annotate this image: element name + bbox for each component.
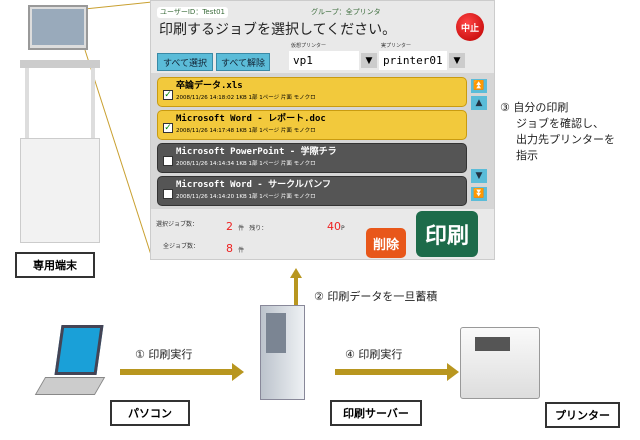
chevron-down-icon[interactable]: ▼ (449, 53, 465, 68)
scroll-bottom-icon[interactable]: ⏬ (471, 187, 487, 201)
total-label: 全ジョブ数： (163, 243, 200, 250)
arrow-store (290, 268, 302, 322)
arrow-server-printer (335, 363, 459, 381)
virtual-printer-label: 仮想プリンター (291, 43, 327, 49)
printer-label: プリンター (545, 402, 620, 428)
kiosk-illustration (10, 5, 140, 245)
kiosk-label: 専用端末 (15, 252, 95, 278)
checkbox-checked[interactable]: ✓ (163, 123, 173, 133)
remaining-label: 残り： (249, 225, 268, 232)
real-printer-label: 実プリンター (381, 43, 412, 49)
scroll-down-icon[interactable]: ▼ (471, 169, 487, 183)
printer-illustration (455, 322, 545, 402)
user-id: ユーザーID：Test01 (157, 7, 229, 18)
step4-caption: ④ 印刷実行 (345, 348, 403, 361)
scroll-top-icon[interactable]: ⏫ (471, 79, 487, 93)
screen-title: 印刷するジョブを選択してください。 (159, 22, 397, 38)
checkbox-checked[interactable]: ✓ (163, 90, 173, 100)
real-printer-select[interactable]: printer01 (379, 51, 447, 70)
selected-count: 2 (226, 220, 233, 233)
arrow-pc-server (120, 363, 244, 381)
pc-label: パソコン (110, 400, 190, 426)
print-button[interactable]: 印刷 (416, 211, 478, 257)
chevron-down-icon[interactable]: ▼ (361, 53, 377, 68)
laptop-illustration (34, 325, 115, 400)
checkbox[interactable] (163, 189, 173, 199)
group: グループ：全プリンタ (311, 8, 381, 16)
remaining-pages: 40 (327, 220, 341, 233)
stop-button[interactable]: 中止 (456, 13, 484, 41)
deselect-all-button[interactable]: すべて解除 (216, 53, 270, 71)
server-label: 印刷サーバー (330, 400, 422, 426)
server-illustration (250, 305, 315, 400)
step3-caption: ③ 自分の印刷ジョブを確認し、出力先プリンターを指示 (500, 101, 615, 162)
scroll-up-icon[interactable]: ▲ (471, 96, 487, 110)
selected-label: 選択ジョブ数： (156, 221, 199, 228)
step1-caption: ① 印刷実行 (135, 348, 193, 361)
step2-caption: ② 印刷データを一旦蓄積 (314, 290, 438, 303)
delete-button[interactable]: 削除 (366, 228, 406, 258)
total-count: 8 (226, 242, 233, 255)
checkbox[interactable] (163, 156, 173, 166)
select-all-button[interactable]: すべて選択 (157, 53, 213, 71)
virtual-printer-select[interactable]: vp1 (289, 51, 359, 70)
job-selection-screen: ユーザーID：Test01 グループ：全プリンタ 印刷するジョブを選択してくださ… (150, 0, 495, 260)
